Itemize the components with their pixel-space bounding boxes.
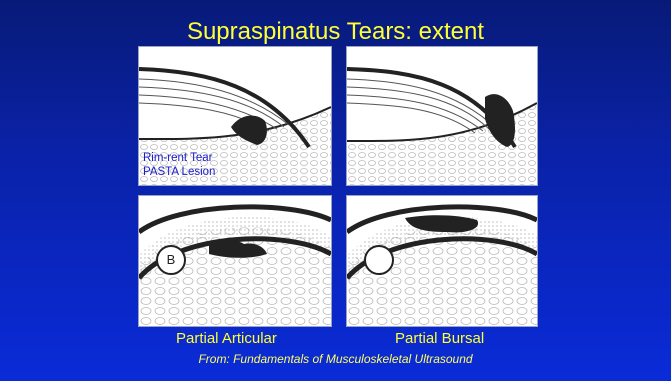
illustration-partial-bursal [346,195,538,327]
label-pasta-lesion: PASTA Lesion [143,165,215,179]
caption-partial-articular: Partial Articular [176,330,277,347]
panel-label-rim-rent: Rim-rent Tear PASTA Lesion [143,151,215,179]
label-rim-rent-tear: Rim-rent Tear [143,151,215,165]
caption-partial-bursal: Partial Bursal [395,330,484,347]
bursa-marker: B [163,252,179,267]
source-credit: From: Fundamentals of Musculoskeletal Ul… [0,352,671,366]
illustration-rim-rent-tear: Rim-rent Tear PASTA Lesion [138,46,332,186]
slide-title: Supraspinatus Tears: extent [0,18,671,46]
illustration-full-thickness-tear [346,46,538,186]
illustration-partial-articular: B [138,195,332,327]
